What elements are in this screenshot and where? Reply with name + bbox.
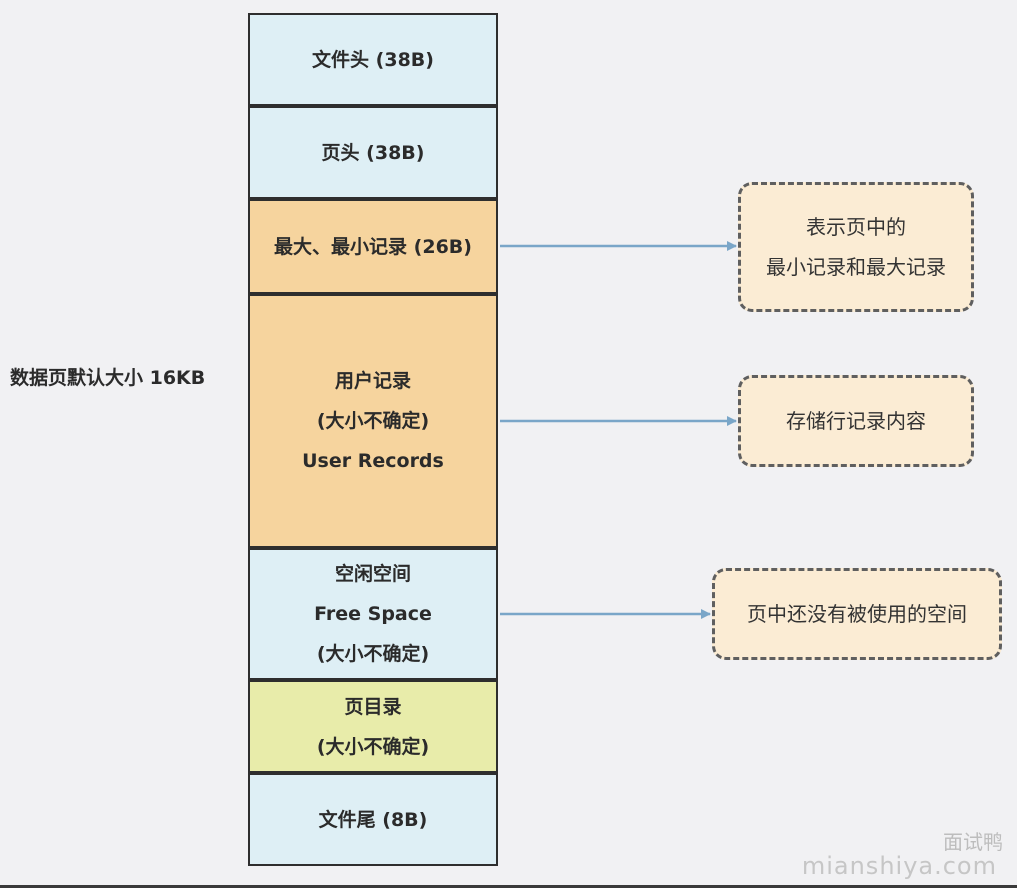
note-text: 最小记录和最大记录 — [766, 255, 946, 279]
block-label: (大小不确定) — [316, 410, 430, 432]
block-label: 页目录 — [344, 695, 402, 718]
block-label: (大小不确定) — [316, 735, 430, 758]
block-label: 文件尾 (8B) — [318, 808, 428, 831]
block-label: (大小不确定) — [316, 643, 430, 665]
user-records-block: 用户记录 (大小不确定) User Records — [248, 294, 498, 548]
note-text: 表示页中的 — [806, 215, 906, 239]
note-text: 存储行记录内容 — [786, 409, 926, 433]
watermark-site: mianshiya.com — [801, 852, 997, 880]
note-free-space: 页中还没有被使用的空间 — [712, 568, 1002, 660]
page-header-block: 页头 (38B) — [248, 106, 498, 199]
block-label: 空闲空间 — [334, 563, 411, 585]
block-label: 最大、最小记录 (26B) — [274, 235, 472, 258]
free-space-block: 空闲空间 Free Space (大小不确定) — [248, 548, 498, 680]
note-user-records: 存储行记录内容 — [738, 375, 974, 467]
block-label: 页头 (38B) — [321, 141, 425, 164]
page-size-label: 数据页默认大小 16KB — [10, 367, 206, 389]
bottom-divider — [0, 885, 1017, 888]
block-label: User Records — [302, 450, 444, 472]
infimum-supremum-block: 最大、最小记录 (26B) — [248, 199, 498, 294]
watermark-brand: 面试鸭 — [943, 830, 1003, 854]
file-header-block: 文件头 (38B) — [248, 13, 498, 106]
block-label: Free Space — [314, 603, 432, 625]
note-text: 页中还没有被使用的空间 — [747, 602, 967, 626]
block-label: 文件头 (38B) — [312, 48, 434, 71]
note-min-max-records: 表示页中的 最小记录和最大记录 — [738, 182, 974, 312]
file-trailer-block: 文件尾 (8B) — [248, 773, 498, 866]
block-label: 用户记录 — [334, 370, 411, 392]
page-directory-block: 页目录 (大小不确定) — [248, 680, 498, 773]
